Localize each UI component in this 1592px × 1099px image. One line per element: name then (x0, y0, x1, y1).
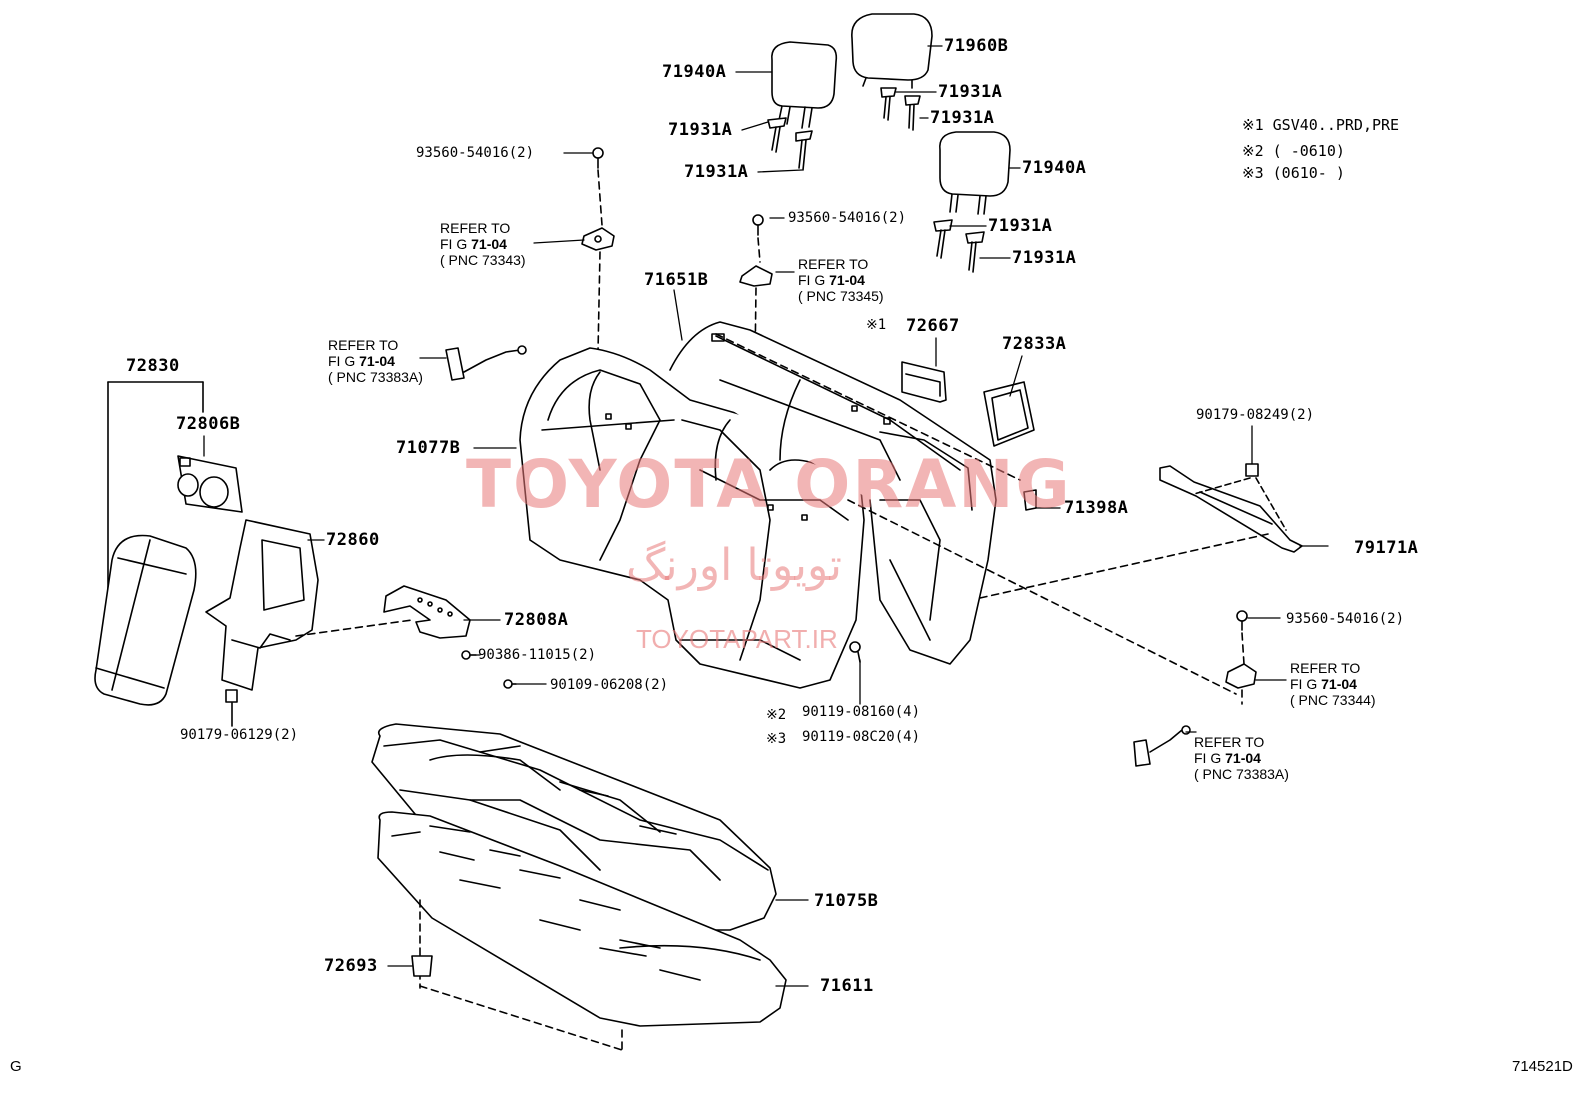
label-71931A-3: 71931A (668, 120, 733, 140)
label-72808A: 72808A (504, 610, 569, 630)
label-71931A-5: 71931A (988, 216, 1053, 236)
armrest-frame-72860 (206, 520, 318, 690)
leader-lines (204, 46, 1328, 986)
label-71398A: 71398A (1064, 498, 1129, 518)
note-3: ※3 (0610- ) (1242, 164, 1345, 182)
cupholder-72806B (178, 456, 242, 512)
support-71931A-b (796, 131, 812, 170)
support-71931A-e (934, 220, 952, 258)
support-71931A-d (905, 96, 920, 130)
bolt-90119 (849, 641, 861, 662)
belt-73383A-left (446, 345, 527, 380)
label-71931A-2: 71931A (930, 108, 995, 128)
label-71075B: 71075B (814, 891, 879, 911)
label-72806B: 72806B (176, 414, 241, 434)
label-79171A: 79171A (1354, 538, 1419, 558)
corner-right-label: 714521D (1512, 1058, 1573, 1075)
marker-3: ※3 (766, 731, 787, 747)
clip-72693 (412, 956, 432, 976)
label-72860: 72860 (326, 530, 380, 550)
note-2: ※2 ( -0610) (1242, 142, 1345, 160)
dashed-armrest (296, 620, 412, 636)
label-71611: 71611 (820, 976, 874, 996)
label-93560-mid: 93560-54016(2) (788, 210, 907, 226)
clip-90179-08249 (1194, 464, 1286, 530)
refer-73343: REFER TO FI G 71-04 ( PNC 73343) (440, 220, 526, 268)
label-90119-08C20: 90119-08C20(4) (802, 729, 921, 745)
dashed-73344 (848, 500, 1236, 694)
support-71931A-f (966, 232, 984, 272)
hinge-72808A (384, 586, 470, 638)
headrest-71960B (852, 14, 932, 88)
lock-72667 (902, 362, 946, 402)
callout-72830 (108, 382, 203, 598)
strip-79171A (1160, 466, 1302, 552)
cover-72833A (984, 382, 1034, 446)
belt-73383A-right (1134, 725, 1191, 766)
bolt-93560-mid (752, 214, 764, 262)
support-71931A-c (881, 88, 896, 120)
label-71077B: 71077B (396, 438, 461, 458)
label-71940A-right: 71940A (1022, 158, 1087, 178)
refer-73383A-right: REFER TO FI G 71-04 ( PNC 73383A) (1194, 734, 1289, 782)
watermark-site: TOYOTAPART.IR (636, 624, 838, 654)
marker-2: ※2 (766, 707, 787, 723)
label-93560-top: 93560-54016(2) (416, 145, 535, 161)
seatback-71651B (670, 322, 1020, 664)
refer-73383A-left: REFER TO FI G 71-04 ( PNC 73383A) (328, 337, 423, 385)
watermark-arabic: تویوتا اورنگ (626, 540, 842, 591)
watermark-brand: TOYOTA ORANG (466, 446, 1072, 523)
label-71931A-6: 71931A (1012, 248, 1077, 268)
refer-73344: REFER TO FI G 71-04 ( PNC 73344) (1290, 660, 1376, 708)
label-72667: 72667 (906, 316, 960, 336)
label-90179-08249: 90179-08249(2) (1196, 407, 1315, 423)
label-71931A-4: 71931A (684, 162, 749, 182)
dashed-bottom (420, 986, 622, 1050)
label-71940A-top: 71940A (662, 62, 727, 82)
clip-90179-06129 (226, 690, 237, 726)
refer-73345: REFER TO FI G 71-04 ( PNC 73345) (798, 256, 884, 304)
label-90386: 90386-11015(2) (478, 647, 597, 663)
bolt-93560-top (592, 147, 604, 225)
headrest-71940A-top (772, 42, 837, 128)
armrest-72830 (95, 536, 196, 705)
support-71931A-a (768, 118, 786, 152)
label-90119-08160: 90119-08160(4) (802, 704, 921, 720)
label-93560-right: 93560-54016(2) (1286, 611, 1405, 627)
note-1: ※1 GSV40..PRD,PRE (1242, 116, 1400, 134)
bracket-73344 (1226, 664, 1256, 704)
label-72693: 72693 (324, 956, 378, 976)
label-72830: 72830 (126, 356, 180, 376)
cushion-frame-71611 (378, 812, 786, 1026)
label-72833A: 72833A (1002, 334, 1067, 354)
bolt-93560-right (1236, 610, 1248, 664)
label-90179-06129: 90179-06129(2) (180, 727, 299, 743)
label-90109: 90109-06208(2) (550, 677, 669, 693)
marker-1: ※1 (866, 317, 887, 333)
corner-left-label: G (10, 1058, 22, 1075)
dashed-79171A (980, 534, 1268, 598)
label-71960B: 71960B (944, 36, 1009, 56)
bracket-73343 (582, 228, 614, 352)
label-71651B: 71651B (644, 270, 709, 290)
label-71931A-1: 71931A (938, 82, 1003, 102)
headrest-71940A-right (940, 132, 1010, 214)
